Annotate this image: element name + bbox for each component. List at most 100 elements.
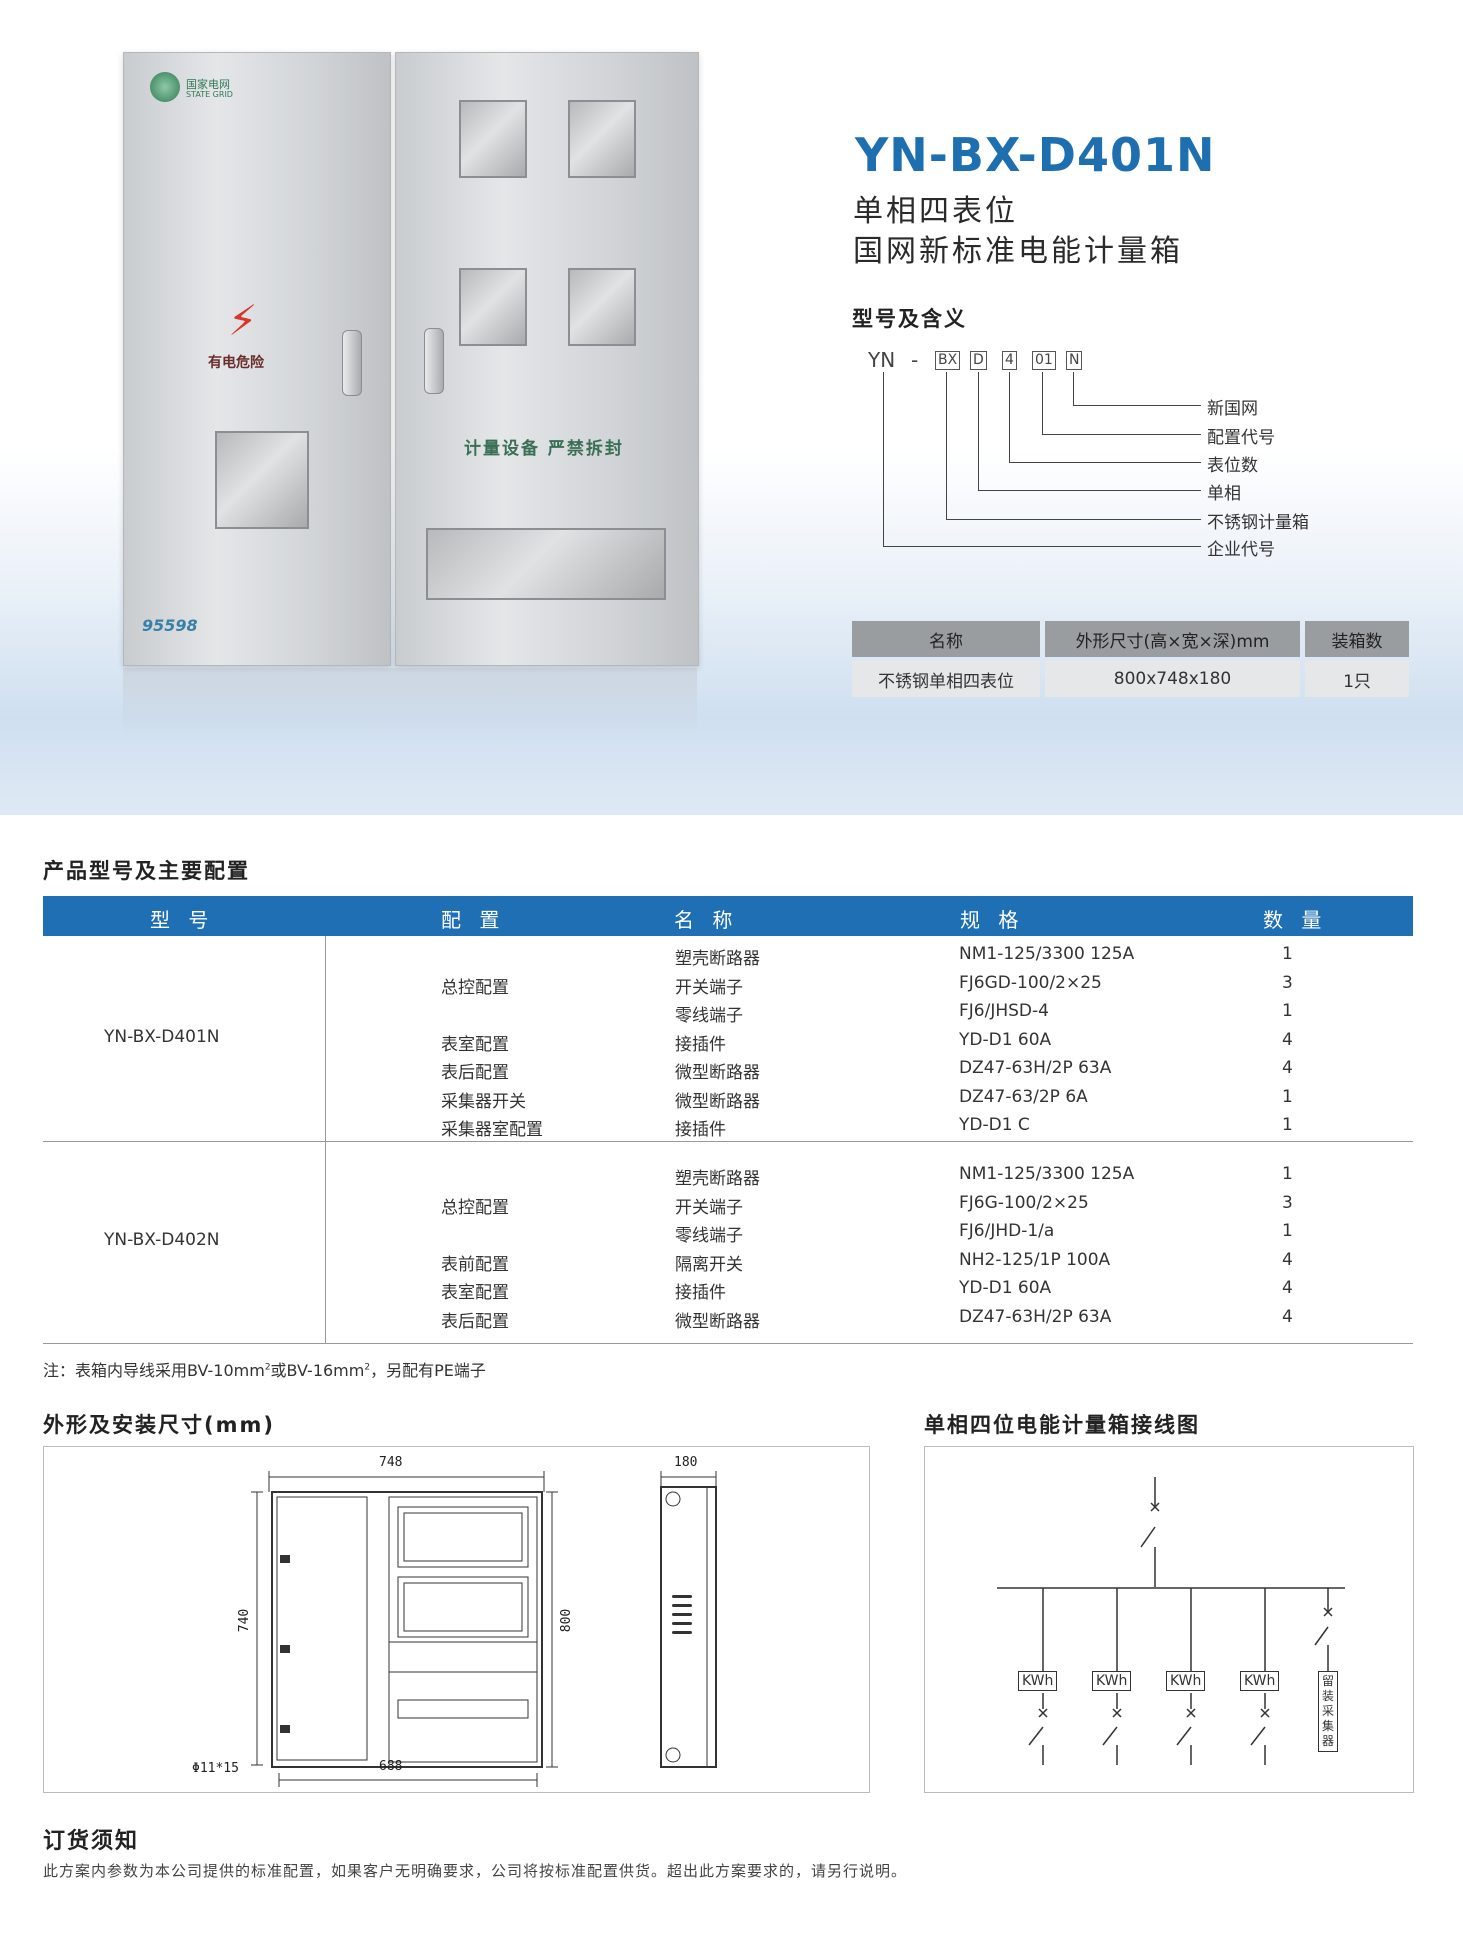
- leader-yn-v: [883, 372, 884, 547]
- config-spec-cell: FJ6G-100/2×25: [959, 1192, 1089, 1213]
- config-table-header: 型 号 配 置 名 称 规 格 数 量: [43, 896, 1413, 936]
- config-qty-cell: 4: [1282, 1306, 1293, 1327]
- config-name-cell: 微型断路器: [675, 1311, 760, 1332]
- door-latch-left: [342, 330, 362, 396]
- hotline-logo: 95598: [142, 616, 198, 635]
- config-spec-cell: NM1-125/3300 125A: [959, 944, 1135, 964]
- dimension-drawing-box: 748 740 800 688 Φ11*15 180: [43, 1446, 870, 1793]
- spec-header-size: 外形尺寸(高×宽×深)mm: [1045, 621, 1300, 657]
- dim-depth: 180: [674, 1455, 698, 1470]
- config-name-cell: 零线端子: [675, 1006, 743, 1026]
- note-part-3: ，另配有PE端子: [370, 1361, 486, 1380]
- dimension-drawing: [251, 1471, 717, 1787]
- product-model-title: YN-BX-D401N: [855, 128, 1216, 182]
- note-part-1: 注：表箱内导线采用BV-10mm: [43, 1361, 265, 1380]
- ordering-heading: 订货须知: [43, 1829, 140, 1854]
- ordering-text: 此方案内参数为本公司提供的标准配置，如果客户无明确要求，公司将按标准配置供货。超…: [43, 1862, 908, 1880]
- config-cfg-cell: 表后配置: [441, 1311, 509, 1332]
- meter-3: KWh: [1166, 1671, 1206, 1691]
- config-spec-cell: FJ6/JHD-1/a: [959, 1221, 1055, 1241]
- state-grid-logo-icon: [150, 72, 180, 102]
- config-qty-cell: 3: [1282, 972, 1293, 993]
- note-sup-1: 2: [264, 1362, 271, 1373]
- col-header-model: 型 号: [150, 908, 215, 932]
- code-part-d: D: [970, 351, 987, 370]
- logo-en: STATE GRID: [186, 90, 233, 99]
- config-name-cell: 接插件: [675, 1034, 726, 1055]
- code-part-4: 4: [1002, 351, 1017, 370]
- leader-bx-v: [946, 372, 947, 520]
- meter-window-1: [459, 100, 527, 178]
- config-spec-cell: DZ47-63H/2P 63A: [959, 1306, 1112, 1327]
- config-qty-cell: 4: [1282, 1249, 1293, 1270]
- code-dash: -: [911, 348, 919, 372]
- code-part-yn: YN: [868, 348, 896, 372]
- config-spec-cell: NH2-125/1P 100A: [959, 1249, 1111, 1270]
- config-name-cell: 隔离开关: [675, 1254, 743, 1275]
- spec-cell-name: 不锈钢单相四表位: [852, 661, 1040, 697]
- meaning-config-code: 配置代号: [1207, 428, 1275, 448]
- config-spec-cell: YD-D1 60A: [959, 1029, 1052, 1050]
- leader-yn-h: [883, 546, 1201, 547]
- config-spec-cell: DZ47-63/2P 6A: [959, 1086, 1088, 1107]
- config-cfg-cell: 采集器室配置: [441, 1120, 543, 1140]
- product-subtitle-1: 单相四表位: [853, 194, 1018, 229]
- config-name-cell: 开关端子: [675, 1197, 743, 1218]
- meter-4: KWh: [1240, 1671, 1280, 1691]
- config-name-cell: 微型断路器: [675, 1091, 760, 1112]
- collector-box: 留装采集器: [1318, 1671, 1338, 1752]
- config-qty-cell: 4: [1282, 1058, 1293, 1078]
- dimensions-heading: 外形及安装尺寸(mm): [43, 1413, 275, 1437]
- config-name-cell: 接插件: [675, 1283, 726, 1303]
- config-cfg-cell: 总控配置: [441, 1197, 509, 1218]
- config-qty-cell: 1: [1282, 944, 1293, 964]
- config-spec-cell: YD-D1 60A: [959, 1278, 1052, 1298]
- meaning-company-code: 企业代号: [1207, 540, 1275, 560]
- wiring-diagram: [997, 1477, 1345, 1765]
- dim-height: 800: [559, 1608, 575, 1633]
- wiring-diagram-box: KWh KWh KWh KWh 留装采集器: [924, 1446, 1414, 1793]
- meaning-new-grid: 新国网: [1207, 399, 1258, 419]
- config-cfg-cell: 表后配置: [441, 1063, 509, 1083]
- meter-2: KWh: [1092, 1671, 1132, 1691]
- warning-label: 有电危险: [208, 355, 264, 371]
- lightning-icon: ⚡: [228, 296, 258, 345]
- wire-note: 注：表箱内导线采用BV-10mm2或BV-16mm2，另配有PE端子: [43, 1357, 486, 1381]
- config-spec-cell: FJ6GD-100/2×25: [959, 972, 1102, 993]
- meter-window-2: [568, 100, 636, 178]
- leader-4-v: [1009, 372, 1010, 463]
- config-spec-cell: FJ6/JHSD-4: [959, 1001, 1049, 1021]
- meaning-single-phase: 单相: [1207, 484, 1241, 504]
- leader-01-h: [1042, 434, 1201, 435]
- spec-cell-pack: 1只: [1305, 661, 1409, 697]
- meaning-meter-count: 表位数: [1207, 456, 1258, 476]
- config-spec-cell: NM1-125/3300 125A: [959, 1164, 1135, 1184]
- meter-1: KWh: [1018, 1671, 1058, 1691]
- dim-hole: Φ11*15: [192, 1761, 239, 1776]
- spec-table: 名称 外形尺寸(高×宽×深)mm 装箱数 不锈钢单相四表位 800x748x18…: [847, 617, 1414, 701]
- spec-header-pack: 装箱数: [1305, 621, 1409, 657]
- config-cfg-cell: 总控配置: [441, 977, 509, 998]
- model-meaning-heading: 型号及含义: [852, 307, 967, 331]
- col-header-name: 名 称: [674, 908, 739, 932]
- code-part-01: 01: [1032, 351, 1056, 370]
- config-qty-cell: 1: [1282, 1086, 1293, 1107]
- config-qty-cell: 1: [1282, 1001, 1293, 1021]
- table-bottom-line: [43, 1343, 1413, 1344]
- door-latch-right: [424, 328, 444, 394]
- seal-label: 计量设备 严禁拆封: [464, 439, 624, 459]
- wiring-heading: 单相四位电能计量箱接线图: [924, 1413, 1200, 1437]
- spec-cell-size: 800x748x180: [1045, 661, 1300, 697]
- config-name-cell: 微型断路器: [675, 1063, 760, 1083]
- col-header-spec: 规 格: [960, 908, 1025, 932]
- dim-inner-width: 688: [379, 1759, 403, 1774]
- config-name-cell: 塑壳断路器: [675, 949, 760, 969]
- config-qty-cell: 1: [1282, 1115, 1293, 1135]
- config-name-cell: 塑壳断路器: [675, 1169, 760, 1189]
- config-qty-cell: 1: [1282, 1164, 1293, 1184]
- note-part-2: 或BV-16mm: [270, 1361, 365, 1380]
- config-name-cell: 开关端子: [675, 977, 743, 998]
- leader-n-v: [1073, 372, 1074, 406]
- photo-reflection: [123, 668, 697, 738]
- config-name-cell: 接插件: [675, 1120, 726, 1140]
